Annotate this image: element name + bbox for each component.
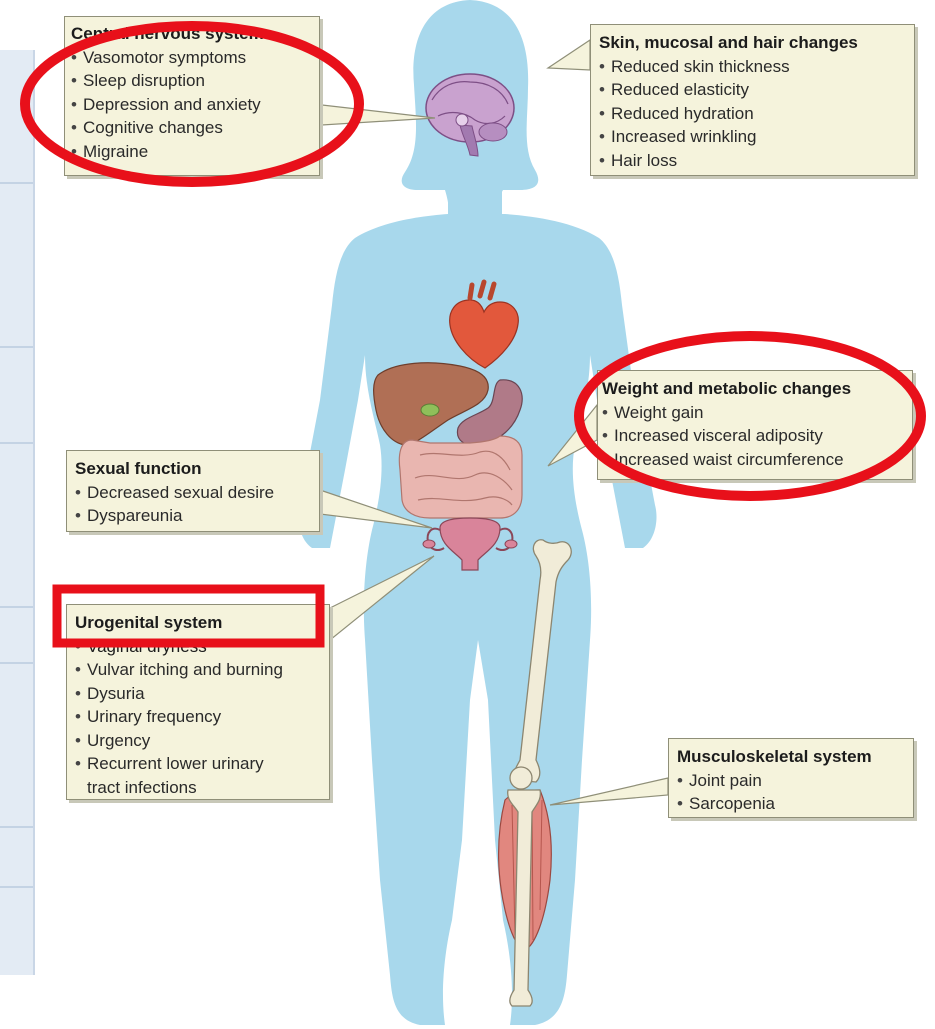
callout-list: Reduced skin thickness Reduced elasticit… [599,55,906,173]
list-item: Vasomotor symptoms [71,46,311,70]
list-item: Reduced elasticity [599,78,906,102]
callout-list: Joint pain Sarcopenia [677,769,905,816]
callout-list: Vaginal dryness Vulvar itching and burni… [75,635,321,800]
list-item: Reduced hydration [599,102,906,126]
list-item: Sleep disruption [71,69,311,93]
callout-skin-mucosal-hair: Skin, mucosal and hair changes Reduced s… [590,24,915,176]
callout-sexual-function: Sexual function Decreased sexual desire … [66,450,320,532]
intestine-icon [399,436,522,518]
callout-title: Weight and metabolic changes [602,377,904,401]
list-item: Increased visceral adiposity [602,424,904,448]
callout-title: Central nervous system [71,22,311,46]
callout-list: Weight gain Increased visceral adiposity… [602,401,904,472]
callout-title: Sexual function [75,457,311,481]
list-item: Joint pain [677,769,905,793]
callout-title: Musculoskeletal system [677,745,905,769]
list-item: Increased wrinkling [599,125,906,149]
knee-icon [510,767,532,789]
list-item: Migraine [71,140,311,164]
callout-list: Vasomotor symptoms Sleep disruption Depr… [71,46,311,164]
list-item: Recurrent lower urinary [75,752,321,776]
list-item: Depression and anxiety [71,93,311,117]
list-item: Sarcopenia [677,792,905,816]
list-item: Hair loss [599,149,906,173]
leader-skin [548,40,590,70]
callout-urogenital-system: Urogenital system Vaginal dryness Vulvar… [66,604,330,800]
callout-central-nervous-system: Central nervous system Vasomotor symptom… [64,16,320,176]
list-item: Dysuria [75,682,321,706]
list-item: Vaginal dryness [75,635,321,659]
list-item: Urgency [75,729,321,753]
list-item: Urinary frequency [75,705,321,729]
callout-title: Urogenital system [75,611,321,635]
callout-weight-metabolic: Weight and metabolic changes Weight gain… [597,370,913,480]
list-item: Cognitive changes [71,116,311,140]
list-item: Reduced skin thickness [599,55,906,79]
callout-musculoskeletal-system: Musculoskeletal system Joint pain Sarcop… [668,738,914,818]
list-item: Dyspareunia [75,504,311,528]
callout-list: Decreased sexual desire Dyspareunia [75,481,311,528]
callout-title: Skin, mucosal and hair changes [599,31,906,55]
list-item: Decreased sexual desire [75,481,311,505]
list-item: Vulvar itching and burning [75,658,321,682]
list-item-continuation: tract infections [75,776,321,800]
list-item: Increased waist circumference [602,448,904,472]
list-item: Weight gain [602,401,904,425]
